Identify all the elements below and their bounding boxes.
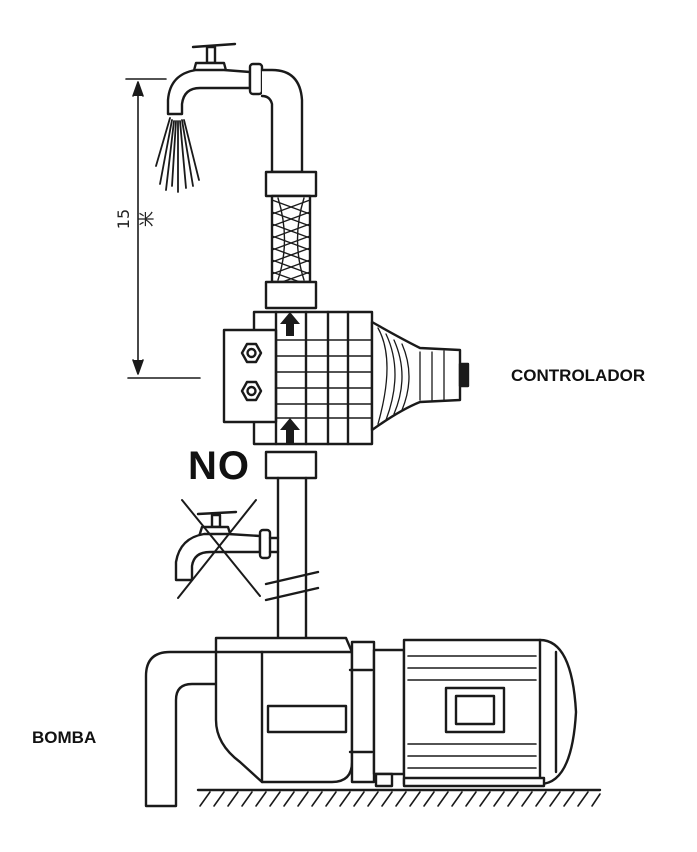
controller-label: CONTROLADOR xyxy=(511,366,646,385)
height-label: 15米 xyxy=(114,208,156,230)
braided-hose xyxy=(270,194,312,284)
prohibited-cross-mark xyxy=(177,499,261,599)
controller xyxy=(222,310,470,446)
controller-inlet-coupling xyxy=(264,450,318,480)
flow-arrow-top xyxy=(280,312,300,336)
upper-faucet xyxy=(166,42,304,174)
pump xyxy=(144,636,578,808)
ground xyxy=(196,788,602,807)
height-dimension xyxy=(125,78,201,379)
upper-coupling xyxy=(264,170,318,198)
flow-arrow-bottom xyxy=(280,418,300,444)
prohibited-label: NO xyxy=(188,444,250,488)
cable-gland-top xyxy=(240,342,263,364)
prohibited-faucet xyxy=(174,510,280,582)
hose-lower-coupling xyxy=(264,280,318,310)
water-spray xyxy=(155,117,200,193)
riser-pipe xyxy=(264,476,320,640)
cable-gland-bottom xyxy=(240,380,263,402)
pump-label: BOMBA xyxy=(32,728,97,747)
